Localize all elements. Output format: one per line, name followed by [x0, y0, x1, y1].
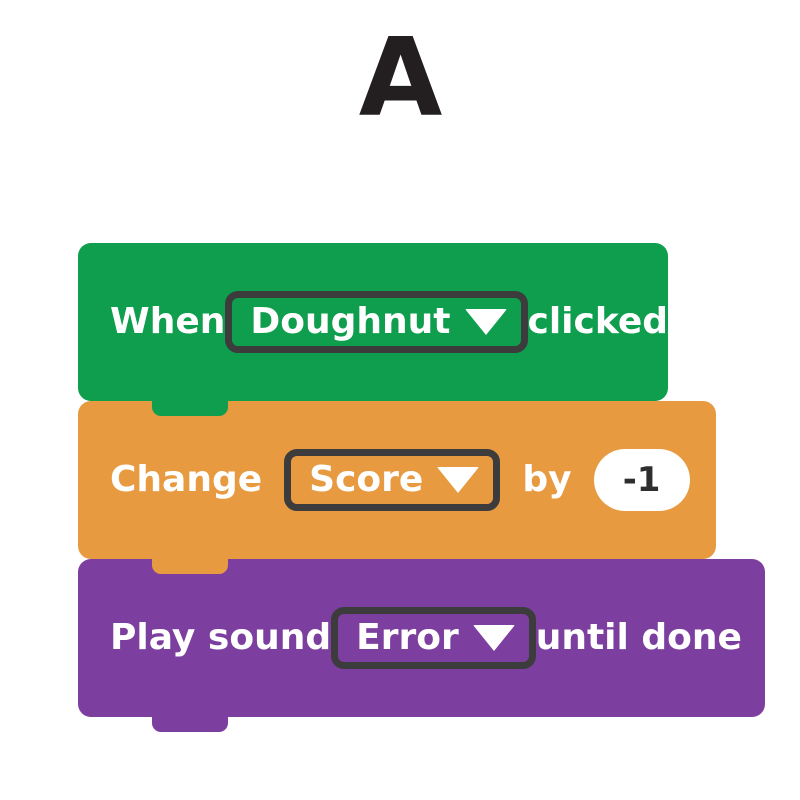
block-bottom-tab	[152, 398, 228, 416]
chevron-down-icon	[472, 625, 515, 651]
block-text-when: When	[110, 301, 226, 342]
block-text-change: Change	[110, 459, 263, 500]
figure-label: A	[358, 16, 443, 141]
block-bottom-tab	[152, 556, 228, 574]
block-text-by: by	[522, 459, 572, 500]
block-when-clicked[interactable]: When Doughnut clicked	[78, 243, 669, 416]
block-script-stack: When Doughnut clicked Change Score by -1…	[78, 243, 765, 732]
chevron-down-icon	[437, 467, 480, 493]
block-text-play-sound: Play sound	[110, 617, 332, 658]
block-play-sound-until-done[interactable]: Play sound Error until done	[78, 559, 765, 732]
dropdown-value-label: Score	[309, 459, 424, 500]
block-bottom-tab	[152, 714, 228, 732]
dropdown-sprite-doughnut[interactable]: Doughnut	[225, 291, 528, 353]
block-text-clicked: clicked	[527, 301, 669, 342]
dropdown-variable-score[interactable]: Score	[284, 449, 501, 511]
dropdown-value-label: Error	[356, 617, 459, 658]
block-change-variable-by[interactable]: Change Score by -1	[78, 401, 716, 574]
dropdown-value-label: Doughnut	[250, 301, 451, 342]
chevron-down-icon	[464, 309, 507, 335]
block-text-until-done: until done	[535, 617, 742, 658]
number-input-amount[interactable]: -1	[593, 449, 690, 511]
dropdown-sound-error[interactable]: Error	[331, 607, 536, 669]
